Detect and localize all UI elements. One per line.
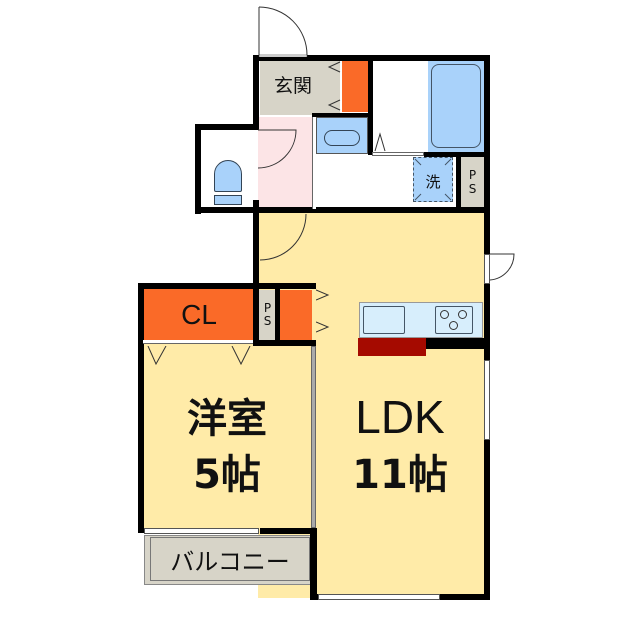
western-room-label: 洋室 xyxy=(187,396,267,442)
pipe-space-closet xyxy=(259,290,276,340)
basin-bowl-icon xyxy=(324,130,360,146)
burner-icon xyxy=(458,310,467,319)
wall xyxy=(260,528,317,534)
wall xyxy=(138,283,316,289)
wall xyxy=(484,55,490,600)
partition xyxy=(312,117,316,209)
toilet-icon xyxy=(214,160,242,192)
pipe-space-closet-label: P S xyxy=(263,301,272,328)
entrance-floor xyxy=(260,60,340,115)
kitchen-wall xyxy=(426,338,486,349)
balcony-label: バルコニー xyxy=(170,547,290,576)
bathtub xyxy=(431,64,481,148)
wall xyxy=(138,283,144,533)
washer-icon xyxy=(414,158,452,201)
window xyxy=(484,360,490,440)
closet-floor xyxy=(143,287,255,340)
folding-door-icon xyxy=(327,61,341,111)
wall xyxy=(275,283,280,346)
folding-door-icon xyxy=(316,289,330,333)
wall xyxy=(195,124,201,214)
window xyxy=(144,528,259,534)
stove xyxy=(435,306,473,334)
hallway-floor xyxy=(258,117,313,210)
laundry-label: 洗 xyxy=(425,172,441,191)
wall xyxy=(253,200,259,290)
shoe-cabinet xyxy=(342,60,368,112)
wall xyxy=(195,207,487,213)
pipe-space-laundry-label: P S xyxy=(468,168,477,196)
wall xyxy=(195,124,259,130)
washer-space xyxy=(413,157,453,202)
wall xyxy=(253,340,316,346)
door-opening xyxy=(484,254,490,284)
side-door-icon xyxy=(489,253,515,281)
bath-door-icon xyxy=(374,132,386,152)
wall xyxy=(312,113,372,117)
wall xyxy=(253,55,259,128)
entrance-label: 玄関 xyxy=(273,74,312,97)
balcony-floor xyxy=(144,535,312,585)
wall xyxy=(253,283,259,346)
wall xyxy=(310,594,318,600)
toilet-door-icon xyxy=(257,129,297,169)
window xyxy=(318,594,440,600)
ldk-door-icon xyxy=(259,213,307,261)
toilet-tank xyxy=(214,195,242,205)
wall xyxy=(456,152,461,210)
entrance-door-icon xyxy=(258,6,308,57)
burner-icon xyxy=(449,321,458,330)
burner-icon xyxy=(440,310,449,319)
balcony-inner-rail xyxy=(150,537,310,581)
western-room-floor xyxy=(143,343,311,530)
partition xyxy=(311,346,316,528)
pipe-space-laundry xyxy=(461,157,484,207)
storage-cabinet xyxy=(280,290,312,340)
ldk-label: LDK xyxy=(355,391,445,443)
partition xyxy=(372,152,424,156)
wall xyxy=(440,594,490,600)
partition xyxy=(143,340,253,344)
sink xyxy=(363,306,405,334)
closet-label: CL xyxy=(181,299,217,330)
wall xyxy=(368,55,373,155)
western-room-size: 5帖 xyxy=(193,452,261,498)
ldk-size: 11帖 xyxy=(352,452,448,498)
kitchen-cabinet xyxy=(358,338,426,356)
folding-door-icon xyxy=(147,346,251,366)
wall xyxy=(310,528,317,600)
